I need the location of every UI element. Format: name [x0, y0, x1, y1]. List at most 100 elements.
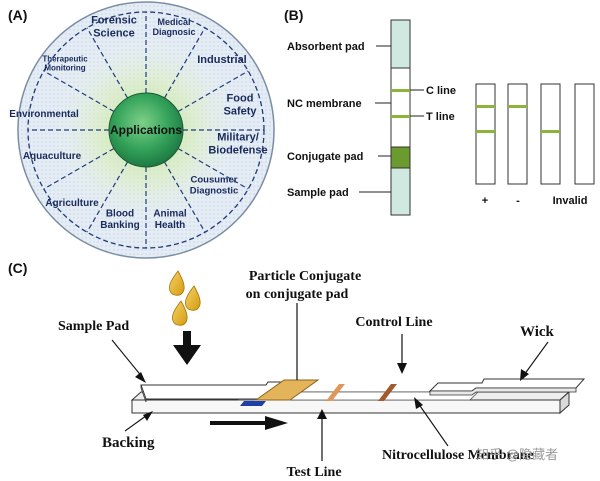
control-line-label: Control Line — [355, 315, 432, 330]
wheel-spoke — [177, 70, 249, 113]
strip-c-line — [391, 89, 410, 92]
sector-label: Aquaculture — [23, 151, 82, 162]
wheel-spoke — [43, 147, 115, 190]
panel-c-label: (C) — [8, 260, 27, 276]
lfa-strip-schematic — [390, 19, 411, 216]
sector-label-line: Banking — [100, 220, 139, 231]
conjugate-pad-label: Conjugate pad — [287, 151, 363, 163]
wheel-spoke — [177, 147, 249, 190]
particle-conjugate-label: Particle Conjugate — [249, 269, 361, 284]
backing-front — [131, 399, 561, 414]
wheel-spoke — [43, 70, 115, 113]
sample-pad-leader-c — [111, 339, 144, 379]
sector-label: Environmental — [9, 109, 79, 120]
positive-c-line — [476, 105, 495, 108]
sector-label-line: Diagnosic — [152, 27, 195, 37]
sector-label-line: Industrial — [197, 54, 247, 66]
nc-membrane-segment — [390, 67, 411, 148]
sector-label-line: Blood — [106, 208, 134, 219]
applications-center-label: Applications — [110, 123, 182, 137]
absorbent-pad-label: Absorbent pad — [287, 41, 365, 53]
conjugate-pad — [254, 379, 320, 401]
drop-2 — [185, 285, 201, 311]
sector-label-line: Medical — [157, 17, 190, 27]
membrane-leader — [417, 402, 449, 447]
drop-1 — [169, 270, 185, 296]
control-line-stripe — [378, 384, 397, 401]
result-strip-invalid-2 — [574, 83, 595, 185]
c-line-label: C line — [426, 85, 456, 97]
applications-center — [108, 92, 184, 168]
backing-label: Backing — [102, 435, 155, 451]
sector-label-line: Animal — [153, 208, 187, 219]
positive-t-line — [476, 130, 495, 133]
sector-label: Agriculture — [45, 198, 99, 209]
result-negative-label: - — [516, 195, 520, 207]
wheel-spoke — [86, 27, 129, 99]
sector-label-line: Science — [93, 27, 135, 39]
sample-pad-segment — [390, 167, 411, 216]
sector-label: Industrial — [197, 54, 247, 66]
wheel-spokes — [28, 12, 264, 248]
result-strips: + - Invalid — [475, 83, 595, 207]
watermark: 知乎 @隐藏者 — [476, 447, 558, 463]
sample-pad-label: Sample pad — [287, 187, 349, 199]
flow-direction-arrow — [210, 416, 288, 430]
result-positive-label: + — [482, 195, 488, 207]
result-strip-negative — [507, 83, 528, 185]
panel-b-label: (B) — [284, 7, 303, 23]
wick-arrowhead — [520, 369, 529, 381]
sample-pad-front — [140, 384, 147, 403]
sector-label-line: Agriculture — [45, 198, 99, 209]
sector-label-line: Forensic — [91, 15, 137, 27]
absorbent-pad-segment — [390, 19, 411, 69]
invalid-t-line — [541, 130, 560, 133]
application-down-arrow — [173, 331, 201, 365]
nitrocellulose-membrane-label: Nitrocellulose Membrane — [382, 448, 534, 463]
sample-drops — [169, 270, 201, 326]
test-line-label: Test Line — [286, 465, 341, 480]
panel-c-labels: Particle Conjugate on conjugate pad Samp… — [58, 269, 555, 480]
sector-label-line: Environmental — [9, 109, 79, 120]
sector-label-line: Biodefense — [208, 144, 267, 156]
strip-t-line — [391, 115, 410, 118]
panel-a-label: (A) — [8, 7, 27, 23]
wick-front — [429, 387, 577, 396]
membrane-arrowhead — [414, 397, 423, 409]
conjugate-pad-label-c: on conjugate pad — [246, 287, 349, 302]
sample-pad-arrowhead — [135, 372, 146, 383]
sample-pad-label-c: Sample Pad — [58, 319, 129, 334]
wick-label: Wick — [520, 324, 555, 340]
nc-membrane-label: NC membrane — [287, 98, 362, 110]
sector-label-line: Diagnostic — [190, 185, 239, 196]
sector-label-line: Monitoring — [44, 64, 85, 73]
strip-part-labels: Absorbent pad NC membrane Conjugate pad … — [287, 41, 456, 199]
conjugate-pad-segment — [390, 146, 411, 169]
wick-leader — [523, 341, 549, 376]
sector-label-line: Safety — [223, 105, 257, 117]
wheel-spoke — [163, 27, 206, 99]
wheel-spoke — [86, 161, 129, 233]
drop-3 — [172, 300, 188, 326]
sector-label-line: Aquaculture — [23, 151, 82, 162]
result-strip-invalid-1 — [540, 83, 561, 185]
test-line-arrowhead — [317, 409, 327, 419]
result-strip-positive — [475, 83, 496, 185]
control-line-arrowhead — [397, 363, 407, 374]
backing-side — [559, 390, 570, 415]
lateral-flow-strip-3d — [130, 378, 586, 415]
membrane-blue-edge — [240, 401, 266, 406]
wheel-spoke — [163, 161, 206, 233]
sector-label: Military/Biodefense — [208, 132, 267, 157]
sector-label-line: Therapeutic — [42, 54, 88, 63]
sector-label-line: Military/ — [217, 132, 259, 144]
sector-label-line: Cousumer — [191, 175, 238, 186]
